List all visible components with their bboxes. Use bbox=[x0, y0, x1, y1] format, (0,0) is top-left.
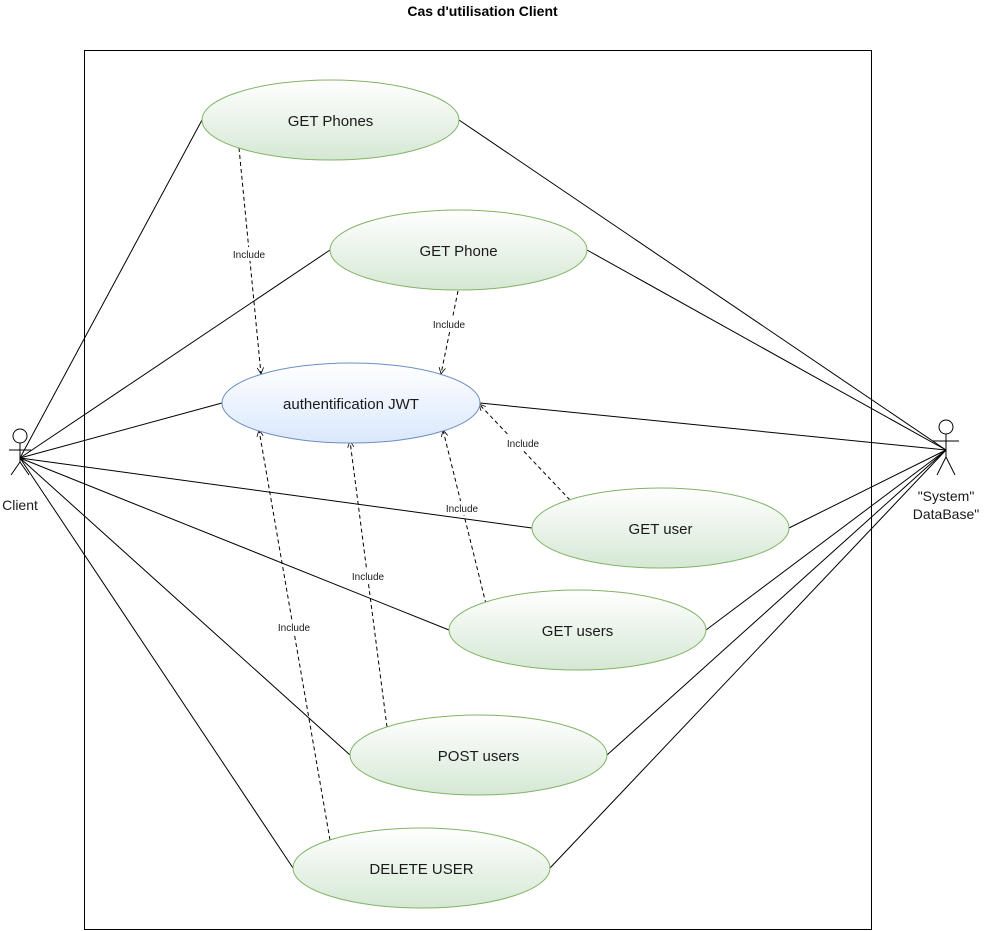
use-case-get-user-label: GET user bbox=[629, 521, 693, 538]
actor-system-label-line2: DataBase" bbox=[913, 506, 979, 522]
assoc-system-get-phones bbox=[458, 119, 947, 451]
assoc-system-auth bbox=[479, 402, 947, 451]
assoc-client-delete-user bbox=[19, 457, 294, 869]
use-case-post-users[interactable]: POST users bbox=[349, 714, 608, 796]
include-label-delete-user: Include bbox=[278, 623, 311, 634]
include-label-get-users: Include bbox=[446, 504, 479, 515]
actor-client-leg-right bbox=[19, 461, 30, 476]
assoc-system-post-users bbox=[606, 449, 947, 756]
actor-system-label-line1: "System" bbox=[918, 488, 975, 504]
client-associations bbox=[19, 119, 533, 869]
diagram-title: Cas d'utilisation Client bbox=[407, 3, 558, 19]
actor-client-leg-left bbox=[10, 461, 21, 476]
use-case-get-phones-label: GET Phones bbox=[288, 113, 374, 130]
assoc-system-delete-user bbox=[549, 449, 947, 869]
include-label-get-user: Include bbox=[507, 439, 540, 450]
include-delete-user bbox=[259, 430, 331, 841]
use-case-auth-label: authentification JWT bbox=[283, 396, 419, 413]
include-get-users bbox=[443, 430, 487, 605]
system-boundary bbox=[84, 50, 872, 930]
assoc-system-get-user bbox=[788, 449, 947, 529]
include-label-get-phone: Include bbox=[433, 320, 466, 331]
use-case-post-users-label: POST users bbox=[438, 748, 519, 765]
use-case-get-users-label: GET users bbox=[542, 623, 613, 640]
use-case-get-phone-label: GET Phone bbox=[419, 243, 497, 260]
use-case-get-phones[interactable]: GET Phones bbox=[201, 79, 460, 161]
use-case-authentification-jwt[interactable]: authentification JWT bbox=[221, 362, 481, 444]
include-post-users bbox=[350, 441, 388, 728]
use-case-get-phone[interactable]: GET Phone bbox=[329, 209, 588, 291]
assoc-client-get-phone bbox=[19, 249, 331, 459]
system-associations bbox=[458, 119, 947, 869]
include-get-phone bbox=[441, 290, 459, 374]
actor-system-head bbox=[938, 419, 954, 435]
actor-client-head bbox=[12, 428, 28, 444]
assoc-system-get-phone bbox=[586, 249, 947, 451]
assoc-client-get-users bbox=[19, 457, 450, 631]
use-case-get-user[interactable]: GET user bbox=[531, 487, 790, 569]
include-get-user bbox=[479, 404, 571, 501]
actor-system-database[interactable] bbox=[933, 419, 959, 476]
actor-system-leg-right bbox=[945, 456, 956, 476]
use-case-delete-user-label: DELETE USER bbox=[369, 861, 473, 878]
include-label-get-phones: Include bbox=[233, 250, 266, 261]
assoc-client-auth bbox=[19, 402, 223, 459]
include-label-post-users: Include bbox=[352, 572, 385, 583]
use-case-get-users[interactable]: GET users bbox=[448, 589, 707, 671]
include-labels: Include Include Include Include Include … bbox=[230, 247, 542, 634]
assoc-client-get-user bbox=[19, 457, 533, 529]
actor-client-label: Client bbox=[2, 497, 38, 513]
assoc-client-get-phones bbox=[19, 119, 203, 459]
assoc-system-get-users bbox=[705, 449, 947, 631]
actor-client[interactable] bbox=[9, 428, 31, 476]
use-case-delete-user[interactable]: DELETE USER bbox=[292, 827, 551, 909]
actor-system-leg-left bbox=[936, 456, 947, 476]
assoc-client-post-users bbox=[19, 457, 351, 756]
